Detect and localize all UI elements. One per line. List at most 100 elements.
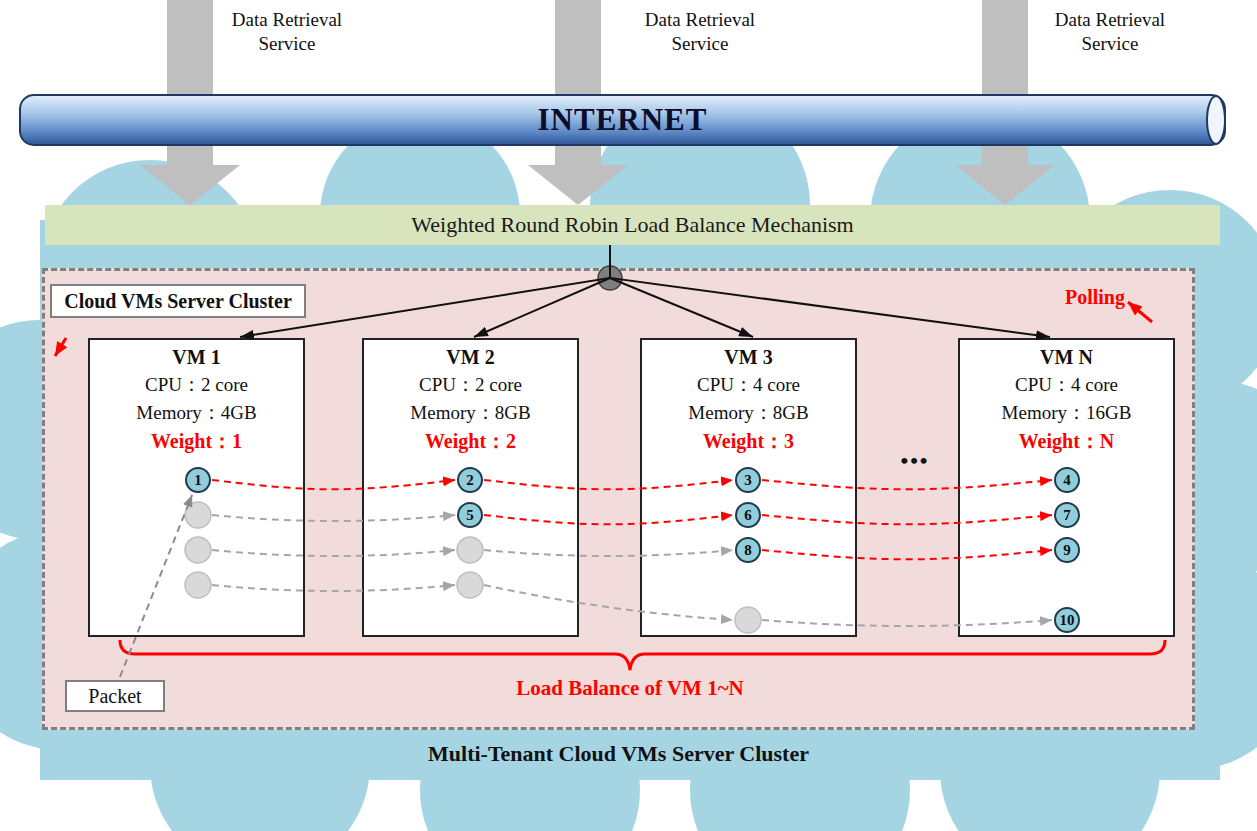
packet-circle: 6 xyxy=(735,502,761,528)
packet-circle: 10 xyxy=(1054,607,1080,633)
polling-arrow xyxy=(762,515,1052,524)
service-label: Data Retrieval Service xyxy=(217,8,357,56)
node-text: Weight：3 xyxy=(703,427,794,455)
service-label: Data Retrieval Service xyxy=(1040,8,1180,56)
node-title: Cloud VMs Server Cluster xyxy=(64,290,292,313)
node-title: 6 xyxy=(744,508,752,523)
ellipsis-mark: ••• xyxy=(900,448,929,474)
service-label: Data Retrieval Service xyxy=(1040,8,1180,56)
node-title: 8 xyxy=(744,543,752,558)
polling-label: Polling xyxy=(1065,286,1125,309)
pending-packet xyxy=(185,502,211,528)
curly-brace xyxy=(120,640,1165,670)
packet-circle: 3 xyxy=(735,467,761,493)
dispatch-arrow xyxy=(610,245,1050,337)
brace-label: Load Balance of VM 1~N xyxy=(400,676,860,701)
polling-label: Polling xyxy=(1050,286,1140,309)
request-arrow xyxy=(982,146,1028,167)
node-title: INTERNET xyxy=(538,102,708,138)
cloud-body xyxy=(40,220,1220,780)
vm-box: VM NCPU：4 coreMemory：16GBWeight：N 4 7 9 10 xyxy=(958,338,1175,637)
pipe-body xyxy=(20,95,1225,145)
dispatch-arrow xyxy=(474,245,610,337)
node-title: Multi-Tenant Cloud VMs Server Cluster xyxy=(45,741,1192,767)
packet-circle: 4 xyxy=(1054,467,1080,493)
packet-box: Packet xyxy=(65,680,165,712)
cluster-label-box: Cloud VMs Server Cluster xyxy=(50,284,306,318)
node-title: 9 xyxy=(1063,543,1071,558)
node-text: Weight：2 xyxy=(425,427,516,455)
polling-arrow xyxy=(212,480,455,489)
packet-circle: 5 xyxy=(457,502,483,528)
cluster-region: Multi-Tenant Cloud VMs Server ClusterClo… xyxy=(42,268,1195,730)
node-text: Weight：N xyxy=(1019,427,1115,455)
cloud-shape xyxy=(0,95,1257,831)
pending-arrow xyxy=(762,620,1052,626)
node-title: 2 xyxy=(466,473,474,488)
request-arrow-shaft xyxy=(555,0,601,100)
packet-circle: 9 xyxy=(1054,537,1080,563)
request-arrow xyxy=(167,146,213,167)
vm-box: VM 2CPU：2 coreMemory：8GBWeight：2 2 5 xyxy=(362,338,579,637)
node-text: Memory：16GB xyxy=(1002,399,1132,427)
pending-packet xyxy=(185,537,211,563)
node-title: 10 xyxy=(1060,613,1075,628)
pending-packets xyxy=(185,502,761,633)
node-title: VM 2 xyxy=(446,343,494,371)
node-text: CPU：4 core xyxy=(1015,371,1118,399)
node-title: 4 xyxy=(1063,473,1071,488)
pending-packet xyxy=(457,572,483,598)
brace-label: Load Balance of VM 1~N xyxy=(516,676,744,701)
pending-arrow xyxy=(212,550,455,556)
node-title: VM N xyxy=(1040,343,1093,371)
node-title: 3 xyxy=(744,473,752,488)
node-title: 1 xyxy=(194,473,202,488)
node-text: CPU：4 core xyxy=(697,371,800,399)
node-title: VM 3 xyxy=(724,343,772,371)
request-arrows xyxy=(167,0,1028,100)
pending-arrow xyxy=(484,550,733,556)
service-label: Data Retrieval Service xyxy=(630,8,770,56)
node-text: Weight：1 xyxy=(151,427,242,455)
vm-box: VM 1CPU：2 coreMemory：4GBWeight：1 1 xyxy=(88,338,305,637)
pending-packet xyxy=(735,607,761,633)
service-label: Data Retrieval Service xyxy=(217,8,357,56)
request-arrow-shaft xyxy=(167,0,213,100)
node-text: Memory：4GB xyxy=(136,399,256,427)
node-title: 5 xyxy=(466,508,474,523)
node-text: Memory：8GB xyxy=(410,399,530,427)
request-arrow xyxy=(555,146,601,167)
pending-flow xyxy=(212,515,1052,626)
pending-arrow xyxy=(212,515,455,521)
polling-arrow xyxy=(762,550,1052,559)
packet-circle: 1 xyxy=(185,467,211,493)
pending-packet xyxy=(457,537,483,563)
polling-arrow xyxy=(55,338,66,356)
packet-circle: 7 xyxy=(1054,502,1080,528)
node-text: Memory：8GB xyxy=(688,399,808,427)
vm-box: VM 3CPU：4 coreMemory：8GBWeight：3 3 6 8 xyxy=(640,338,857,637)
dispatch-arrow xyxy=(240,245,610,337)
packet-circle: 2 xyxy=(457,467,483,493)
node-title: 7 xyxy=(1063,508,1071,523)
node-text: CPU：2 core xyxy=(145,371,248,399)
balancer-band: Weighted Round Robin Load Balance Mechan… xyxy=(45,205,1220,245)
service-label: Data Retrieval Service xyxy=(630,8,770,56)
pipe-end xyxy=(1207,96,1225,144)
hub-dot xyxy=(598,266,622,290)
packet-arrow xyxy=(120,495,192,677)
request-arrow-shaft xyxy=(982,0,1028,100)
polling-arrow xyxy=(1128,302,1152,322)
node-title: Packet xyxy=(88,685,141,708)
polling-arrow xyxy=(484,480,733,489)
node-title: VM 1 xyxy=(172,343,220,371)
internet-pipe: INTERNET xyxy=(20,95,1225,145)
packet-circle: 8 xyxy=(735,537,761,563)
node-text: CPU：2 core xyxy=(419,371,522,399)
polling-arrow xyxy=(762,480,1052,489)
ellipsis-mark: ••• xyxy=(885,448,945,474)
pending-arrow xyxy=(484,585,733,620)
pending-arrow xyxy=(212,585,455,591)
